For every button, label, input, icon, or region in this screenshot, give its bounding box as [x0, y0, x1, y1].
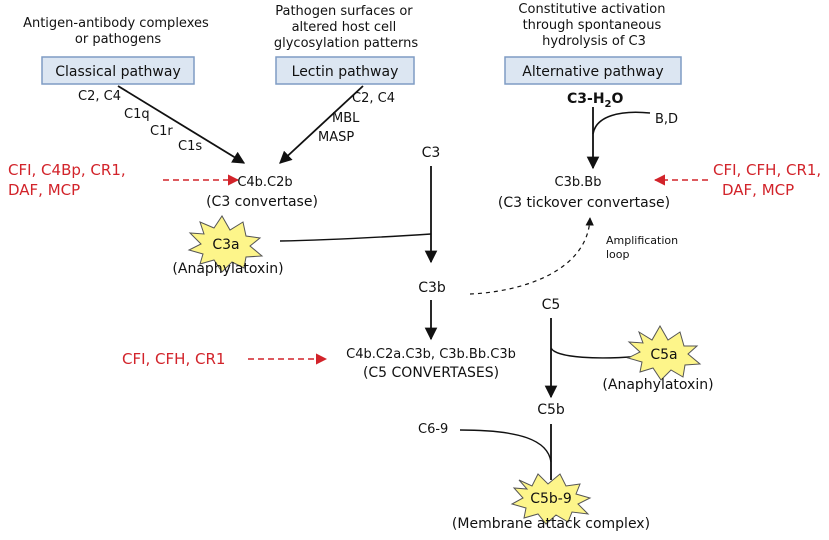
c3a-burst	[187, 215, 264, 273]
classical-pathway-label: Classical pathway	[55, 64, 180, 80]
lectin-pathway-label: Lectin pathway	[292, 64, 399, 80]
classical-pathway-box: Classical pathway	[41, 56, 195, 85]
lectin-factor-masp: MASP	[318, 130, 354, 145]
anaphylatoxin-1-label: (Anaphylatoxin)	[172, 261, 283, 277]
c5a-release-line	[550, 347, 641, 359]
lectin-factor-c2c4: C2, C4	[352, 91, 395, 106]
mac-label: (Membrane attack complex)	[452, 516, 650, 532]
classical-factor-c2c4: C2, C4	[78, 89, 121, 104]
alternative-source-text: Constitutive activation through spontane…	[518, 2, 669, 49]
c5-label: C5	[542, 297, 561, 313]
c5b-9-burst	[510, 473, 592, 525]
bd-join-line	[592, 111, 651, 135]
c6-9-join-line	[459, 429, 552, 463]
c5-inhibitors: CFI, CFH, CR1	[122, 350, 225, 368]
classical-arrow	[117, 85, 246, 164]
c5a-burst	[626, 324, 702, 381]
c5-convertases-label: (C5 CONVERTASES)	[363, 365, 499, 381]
anaphylatoxin-2-label: (Anaphylatoxin)	[602, 377, 713, 393]
bd-label: B,D	[655, 112, 678, 127]
c3-tickover-label: (C3 tickover convertase)	[498, 195, 670, 211]
classical-factor-c1q: C1q	[124, 107, 150, 122]
c3a-release-line	[279, 233, 432, 242]
classical-factor-c1r: C1r	[150, 124, 173, 139]
c5-convertases-list: C4b.C2a.C3b, C3b.Bb.C3b	[346, 347, 516, 362]
c5a-label: C5a	[650, 347, 677, 363]
c5b-label: C5b	[537, 402, 565, 418]
c3b-bb-label: C3b.Bb	[555, 175, 602, 190]
c3-label: C3	[422, 145, 441, 161]
c3-h2o-label: C3-H2O	[567, 91, 624, 110]
alternative-pathway-box: Alternative pathway	[504, 56, 682, 85]
classical-inhibitors: CFI, C4Bp, CR1, DAF, MCP	[8, 161, 130, 199]
classical-source-text: Antigen-antibody complexes or pathogens	[23, 16, 213, 47]
lectin-source-text: Pathogen surfaces or altered host cell g…	[274, 4, 419, 51]
lectin-pathway-box: Lectin pathway	[275, 56, 415, 85]
c3-convertase-label: (C3 convertase)	[206, 194, 318, 210]
c4b-c2b-label: C4b.C2b	[237, 175, 292, 190]
c3b-label: C3b	[418, 280, 446, 296]
c5b-9-label: C5b-9	[530, 491, 572, 507]
lectin-arrow	[279, 85, 364, 164]
classical-factor-c1s: C1s	[178, 139, 202, 154]
c6-9-label: C6-9	[418, 422, 448, 437]
amplification-loop-arrow	[469, 217, 594, 295]
c3a-label: C3a	[212, 237, 239, 253]
alternative-inhibitors: CFI, CFH, CR1, DAF, MCP	[713, 161, 826, 199]
lectin-factor-mbl: MBL	[332, 111, 360, 126]
alternative-pathway-label: Alternative pathway	[522, 64, 663, 80]
amplification-loop-label: Amplification loop	[606, 234, 682, 261]
